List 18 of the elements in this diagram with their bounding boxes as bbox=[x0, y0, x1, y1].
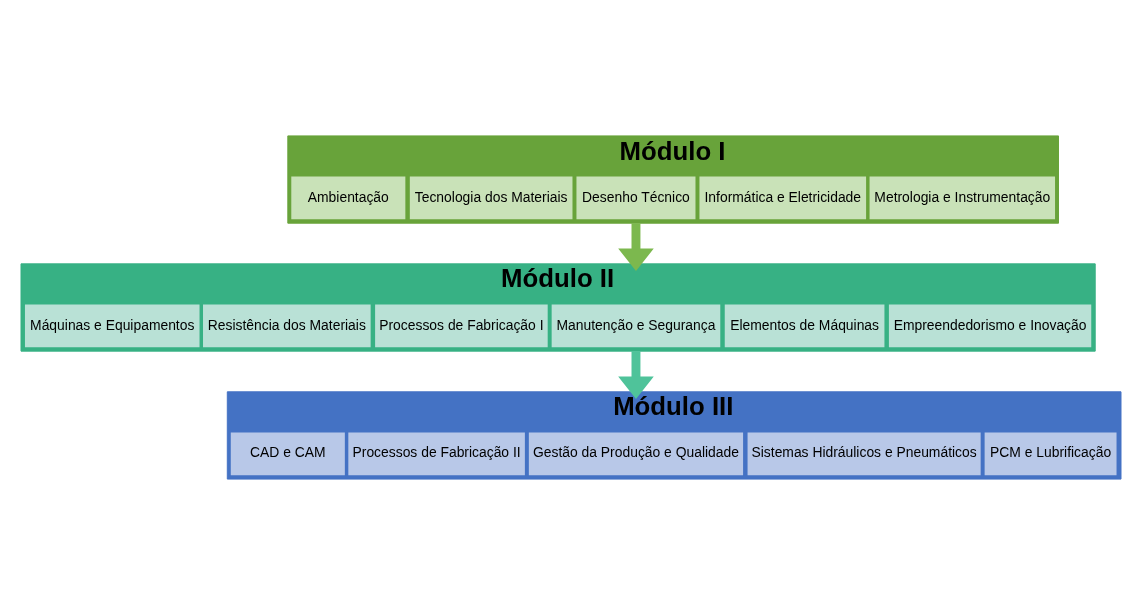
node-box: PCM e Lubrificação bbox=[984, 432, 1117, 476]
node-box: Ambientação bbox=[291, 176, 406, 220]
node-box: Processos de Fabricação I bbox=[375, 304, 548, 348]
node-box: Gestão da Produção e Qualidade bbox=[528, 432, 744, 476]
node-box: Manutenção e Segurança bbox=[551, 304, 721, 348]
node-box: Empreendedorismo e Inovação bbox=[888, 304, 1092, 348]
node-box: Máquinas e Equipamentos bbox=[24, 304, 200, 348]
arrow bbox=[618, 351, 654, 400]
node-box: Tecnologia dos Materiais bbox=[409, 176, 573, 220]
node-box: Processos de Fabricação II bbox=[348, 432, 525, 476]
node-box: Informática e Eletricidade bbox=[699, 176, 867, 220]
node-box: Resistência dos Materiais bbox=[203, 304, 371, 348]
node-box: CAD e CAM bbox=[230, 432, 345, 476]
node-box: Metrologia e Instrumentação bbox=[869, 176, 1056, 220]
arrow bbox=[618, 223, 654, 272]
node-box: Elementos de Máquinas bbox=[724, 304, 885, 348]
node-box: Sistemas Hidráulicos e Pneumáticos bbox=[747, 432, 981, 476]
node-box: Desenho Técnico bbox=[576, 176, 696, 220]
